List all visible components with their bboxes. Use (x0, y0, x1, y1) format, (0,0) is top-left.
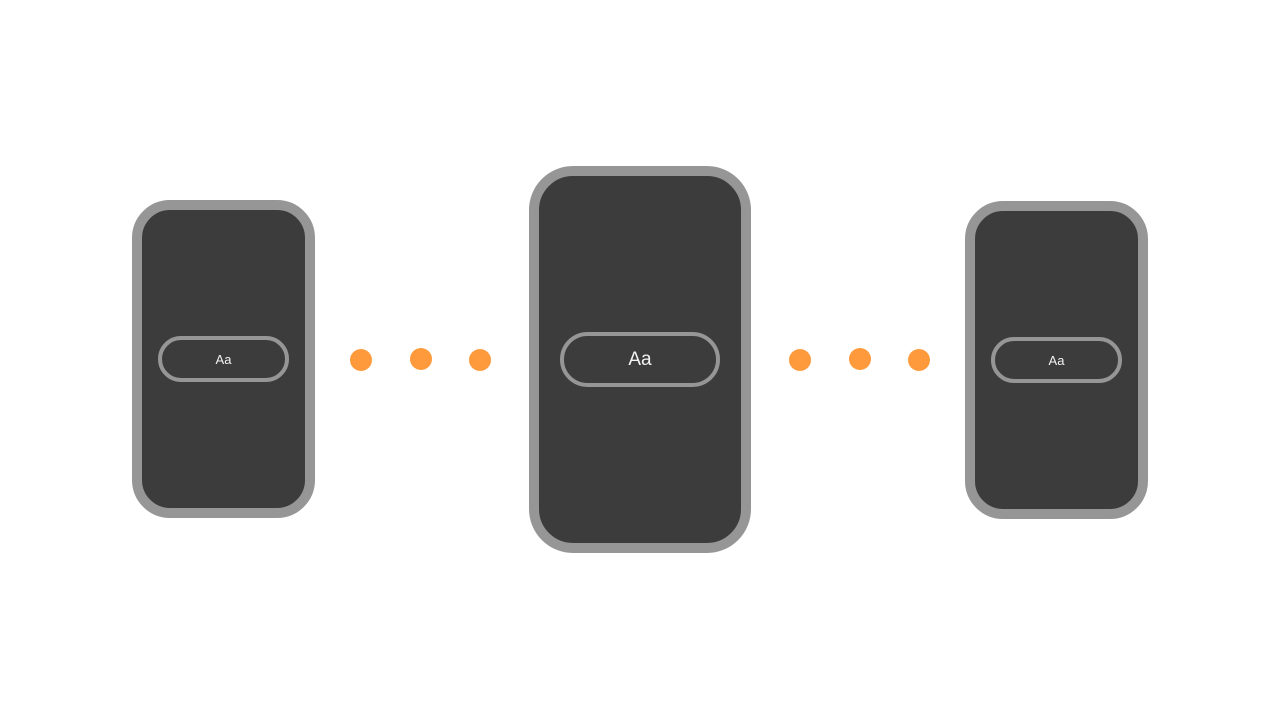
connector-dot-right-1 (789, 349, 811, 371)
device-left: Aa (132, 200, 315, 518)
device-right: Aa (965, 201, 1148, 519)
device-center-text-pill: Aa (560, 332, 720, 387)
device-left-pill-label: Aa (215, 351, 232, 367)
device-left-text-pill: Aa (158, 336, 289, 382)
device-center-pill-label: Aa (628, 348, 652, 370)
device-right-text-pill: Aa (991, 337, 1122, 383)
connector-dot-right-2 (849, 348, 871, 370)
connector-dot-right-3 (908, 349, 930, 371)
connector-dot-left-2 (410, 348, 432, 370)
connector-dot-left-1 (350, 349, 372, 371)
device-center: Aa (529, 166, 751, 553)
device-right-pill-label: Aa (1048, 352, 1065, 368)
connector-dot-left-3 (469, 349, 491, 371)
